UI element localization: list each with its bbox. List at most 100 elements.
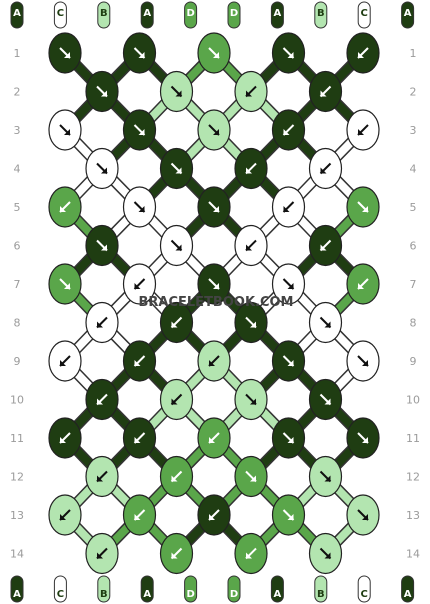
arrow-down-left-icon (59, 355, 71, 367)
arrow-down-right-icon (59, 278, 71, 290)
row-number: 8 (14, 317, 21, 330)
knot (48, 340, 82, 382)
arrow-down-right-icon (357, 509, 369, 521)
arrow-down-right-icon (208, 124, 220, 136)
knot (234, 455, 268, 498)
row-number: 10 (10, 394, 24, 407)
knot (308, 70, 343, 113)
top-strand-stub (314, 1, 328, 29)
arrow-down-right-icon (96, 239, 108, 252)
bottom-strand-stub (227, 575, 241, 603)
top-strand-stub (357, 1, 371, 29)
knot (85, 532, 119, 575)
bottom-strand-label: B (100, 589, 108, 600)
knot (197, 263, 231, 305)
bottom-strand-stub (270, 575, 284, 603)
row-number: 6 (14, 240, 21, 253)
knot (48, 32, 82, 74)
knot (271, 340, 306, 382)
knot (197, 340, 231, 382)
knot (234, 147, 268, 190)
row-number: 12 (10, 471, 24, 484)
arrow-down-left-icon (282, 124, 295, 136)
row-number: 4 (14, 163, 21, 176)
arrow-down-left-icon (96, 316, 108, 329)
arrow-down-right-icon (245, 470, 257, 483)
arrow-down-left-icon (208, 432, 220, 444)
top-strand-stub (184, 1, 198, 29)
knot (159, 378, 194, 421)
knot (85, 147, 119, 190)
arrow-down-right-icon (133, 201, 146, 213)
knot (159, 301, 194, 344)
knot (85, 70, 119, 113)
knot (159, 532, 194, 575)
knot (122, 32, 157, 74)
arrow-down-left-icon (170, 316, 183, 329)
top-strand-label: D (186, 8, 194, 19)
knot (48, 417, 82, 459)
top-strand-stub (401, 1, 415, 29)
arrow-down-left-icon (170, 470, 183, 483)
arrow-down-left-icon (96, 393, 108, 406)
arrow-down-right-icon (245, 316, 257, 329)
arrow-down-right-icon (170, 162, 183, 175)
knot (122, 109, 157, 151)
row-number: 3 (410, 124, 417, 137)
top-strand-stub (227, 1, 241, 29)
bottom-strand-label: C (361, 589, 368, 600)
knot (48, 494, 82, 536)
arrow-down-left-icon (319, 85, 332, 98)
bottom-strand-label: D (186, 589, 194, 600)
bottom-strand-stub (140, 575, 154, 603)
bottom-strand-stub (97, 575, 111, 603)
row-number: 11 (10, 432, 24, 445)
knot (85, 301, 119, 344)
top-strand-label: D (230, 8, 238, 19)
knot (308, 532, 343, 575)
knot (85, 224, 119, 267)
knot (271, 417, 306, 459)
arrow-down-left-icon (245, 85, 257, 98)
knot (308, 224, 343, 267)
arrow-down-right-icon (59, 124, 71, 136)
knot (234, 224, 268, 267)
row-number: 4 (410, 163, 417, 176)
knot (122, 263, 157, 305)
arrow-down-right-icon (170, 85, 183, 98)
bottom-strand-stub (314, 575, 328, 603)
arrow-down-left-icon (59, 201, 71, 213)
knot (346, 494, 380, 536)
row-number: 14 (406, 548, 420, 561)
arrow-down-right-icon (357, 201, 369, 213)
knot (234, 532, 268, 575)
knot (48, 263, 82, 305)
row-number: 2 (14, 86, 21, 99)
row-number: 11 (406, 432, 420, 445)
top-strand-label: A (13, 8, 21, 19)
top-strand-stub (140, 1, 154, 29)
knot (271, 109, 306, 151)
arrow-down-left-icon (170, 547, 183, 560)
knot (271, 32, 306, 74)
knot (197, 32, 231, 74)
bottom-strand-label: A (13, 589, 21, 600)
knot (234, 301, 268, 344)
knot (122, 186, 157, 228)
knot (234, 378, 268, 421)
bottom-strand-stub (10, 575, 24, 603)
bottom-strand-label: C (57, 589, 64, 600)
arrow-down-left-icon (357, 47, 369, 59)
arrow-down-right-icon (282, 355, 295, 367)
arrow-down-right-icon (319, 316, 332, 329)
knot (346, 417, 380, 459)
arrow-down-right-icon (282, 278, 295, 290)
row-number: 12 (406, 471, 420, 484)
arrow-down-right-icon (319, 547, 332, 560)
row-number: 9 (410, 355, 417, 368)
arrow-down-left-icon (208, 355, 220, 367)
knot (346, 263, 380, 305)
